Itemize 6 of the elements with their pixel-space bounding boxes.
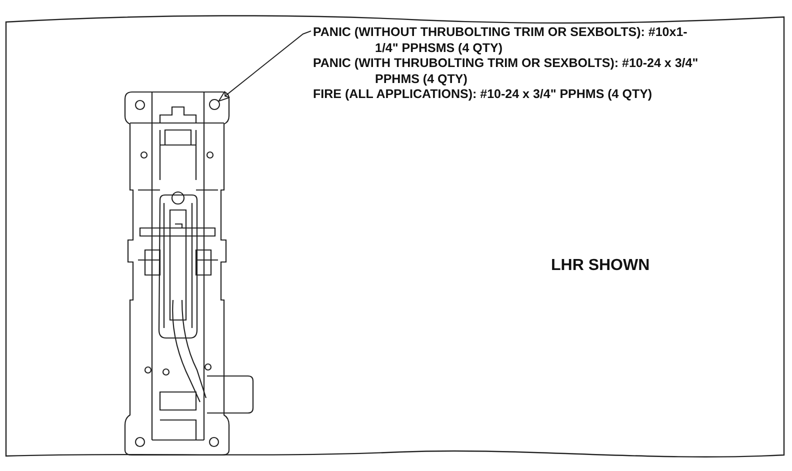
screw-hole [209,99,220,110]
fastener-note: FIRE (ALL APPLICATIONS): #10-24 x 3/4" PPHMS (4 QTY) [313,87,654,102]
fastener-note: PANIC (WITHOUT THRUBOLTING TRIM OR SEXBOLTS): #10x1-1/4" PPHSMS (4 QTY) [313,25,688,56]
view-note: LHR SHOWN [551,257,650,275]
leader-arrow [218,30,312,102]
fastener-note: PANIC (WITH THRUBOLTING TRIM OR SEXBOLTS): #10-24 x 3/4" PPHMS (4 QTY) [313,56,700,87]
